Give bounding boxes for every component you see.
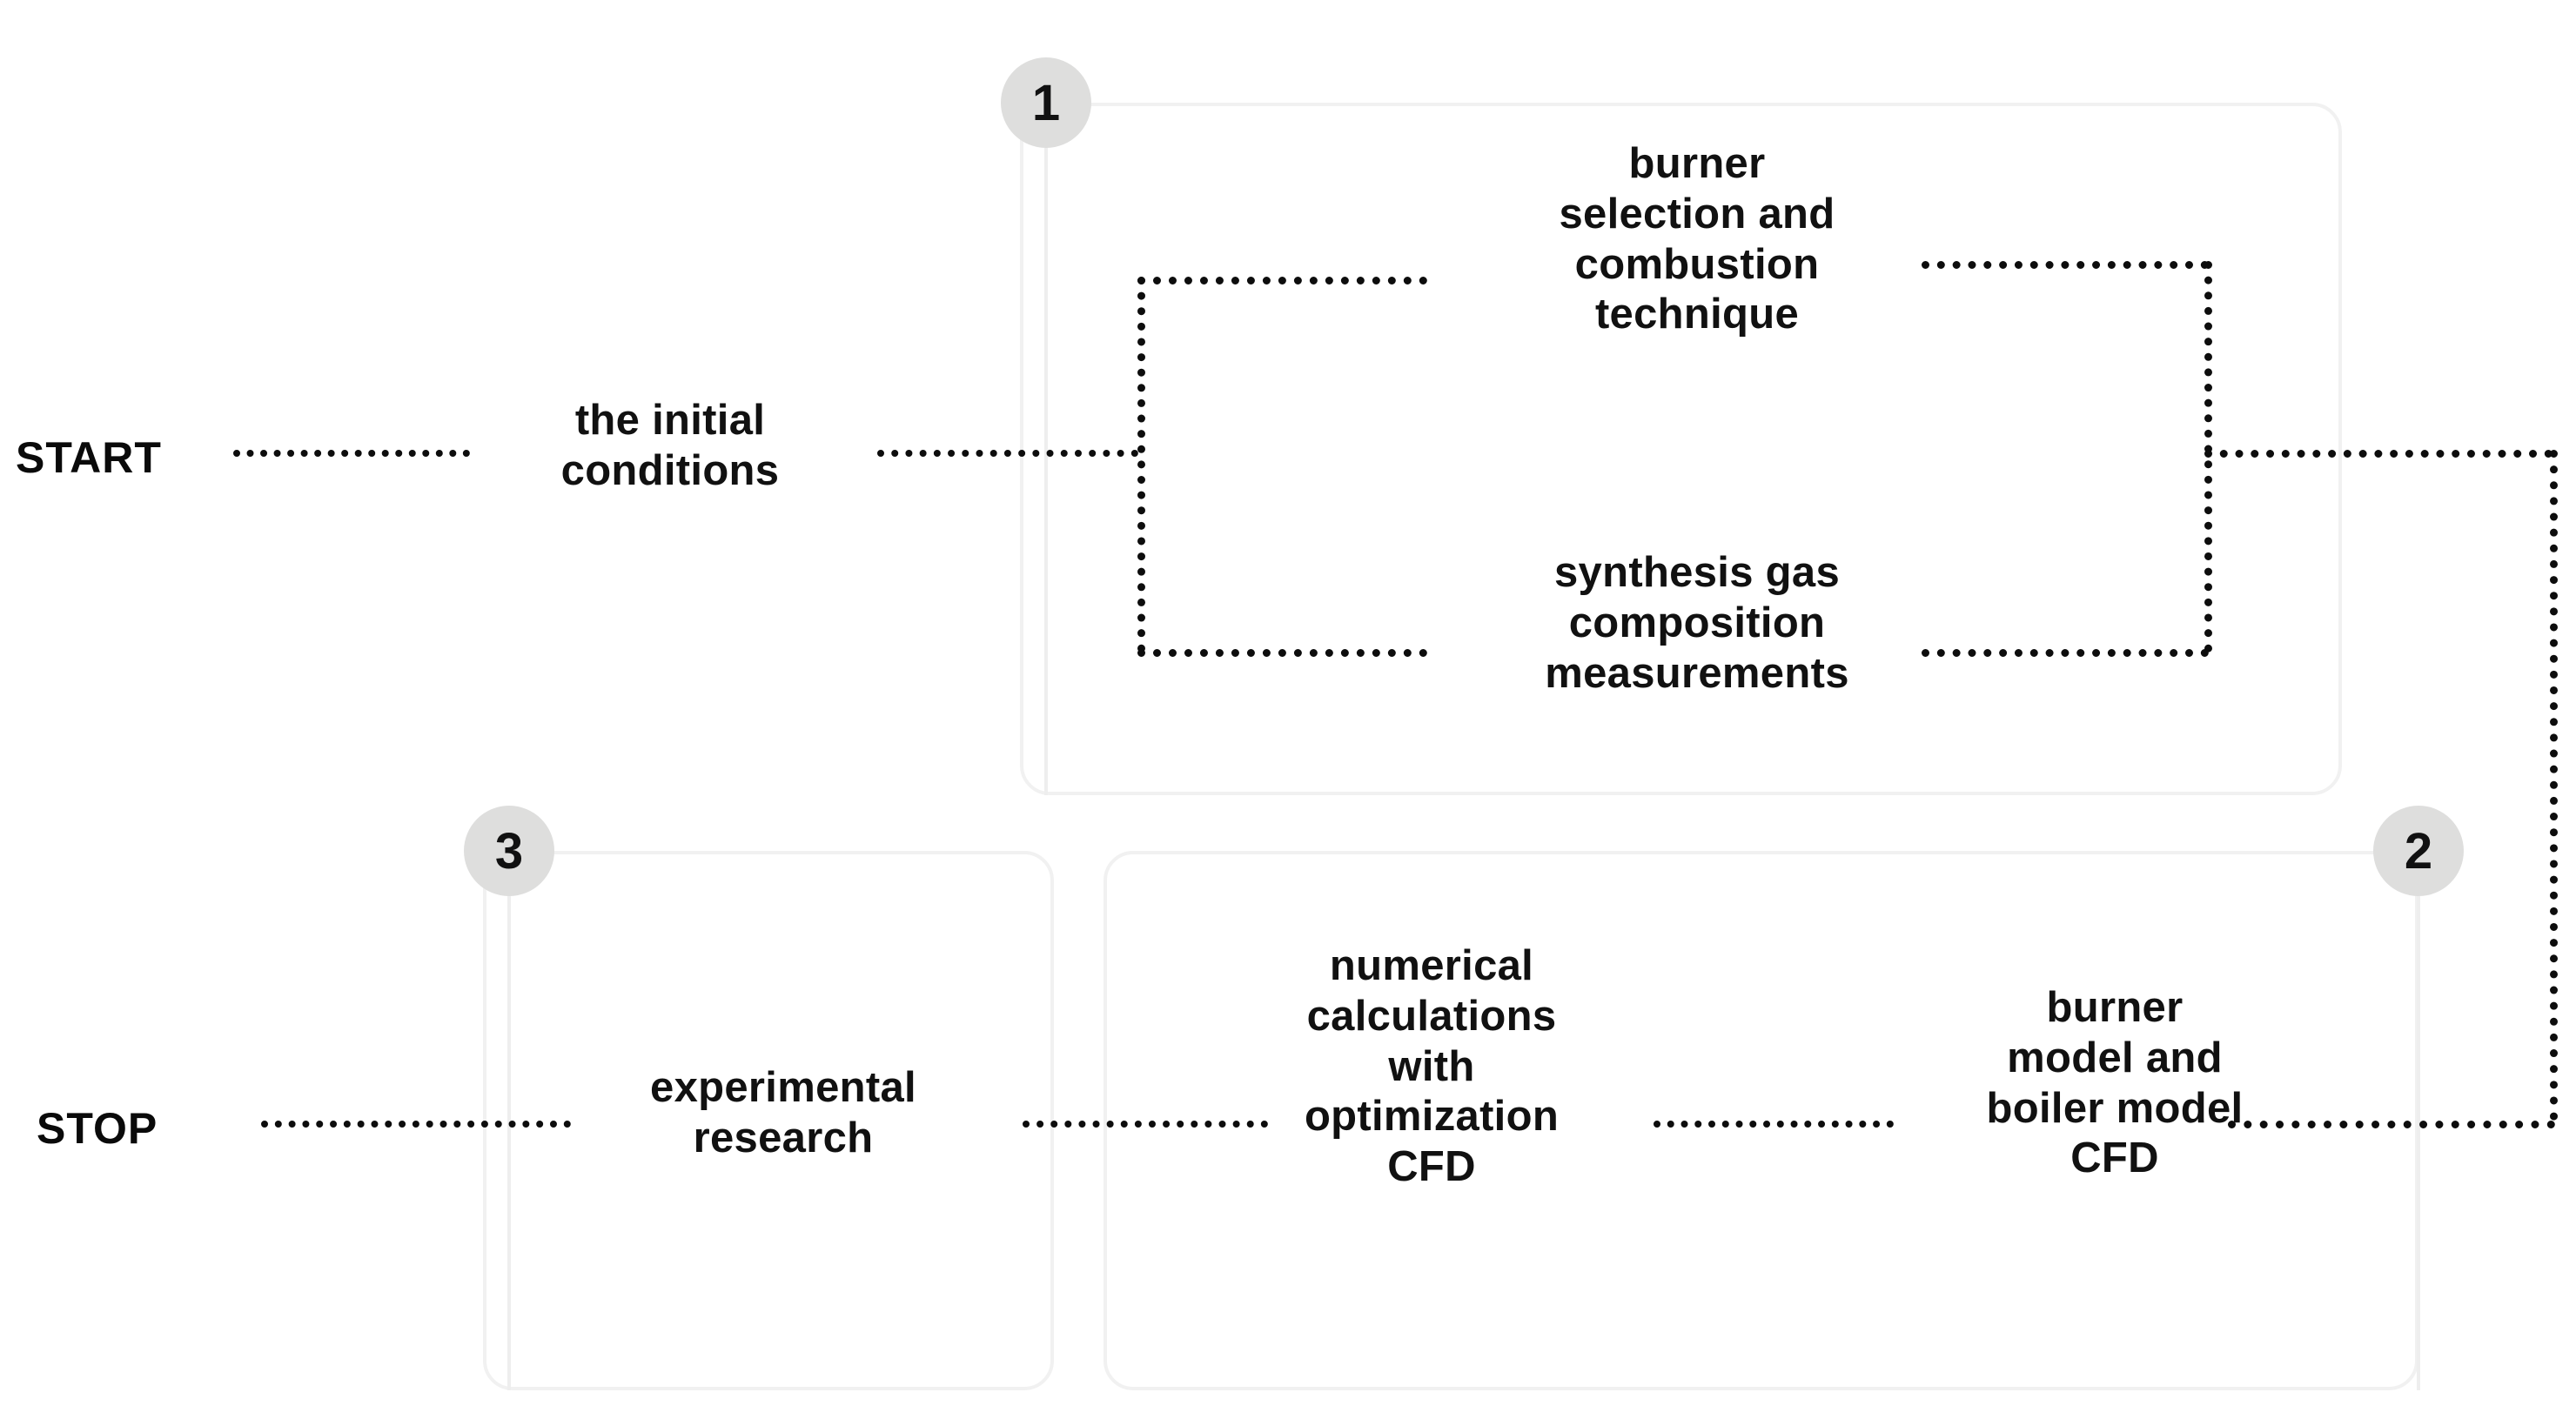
connector-start-to-initial: [233, 450, 470, 457]
stage-2-stem: [2417, 896, 2420, 1390]
connector-experimental-to-stop: [261, 1121, 571, 1128]
terminator-start: START: [16, 433, 162, 482]
terminator-stop: STOP: [37, 1104, 158, 1153]
connector-numerical-to-experimental: [1023, 1121, 1268, 1128]
connector-stage1-to-rail: [2204, 450, 2553, 458]
bracket-left-top-arm: [1137, 277, 1427, 284]
bracket-right-bottom-arm: [1922, 649, 2209, 657]
stage-1-stem: [1044, 148, 1048, 795]
connector-stage2-to-numerical: [1654, 1121, 1894, 1128]
bracket-left-vertical: [1137, 277, 1145, 653]
step-badge-3[interactable]: 3: [464, 806, 554, 896]
stage-box-1: [1020, 103, 2342, 795]
connector-initial-to-stage1: [877, 450, 1138, 457]
stage-3-stem: [507, 896, 511, 1390]
step-badge-2[interactable]: 2: [2373, 806, 2464, 896]
bracket-left-bottom-arm: [1137, 649, 1427, 657]
step-badge-1[interactable]: 1: [1001, 57, 1091, 148]
bracket-right-top-arm: [1922, 261, 2209, 269]
connector-rail-to-stage2: [2228, 1121, 2555, 1128]
connector-right-rail-vertical: [2550, 450, 2558, 1121]
